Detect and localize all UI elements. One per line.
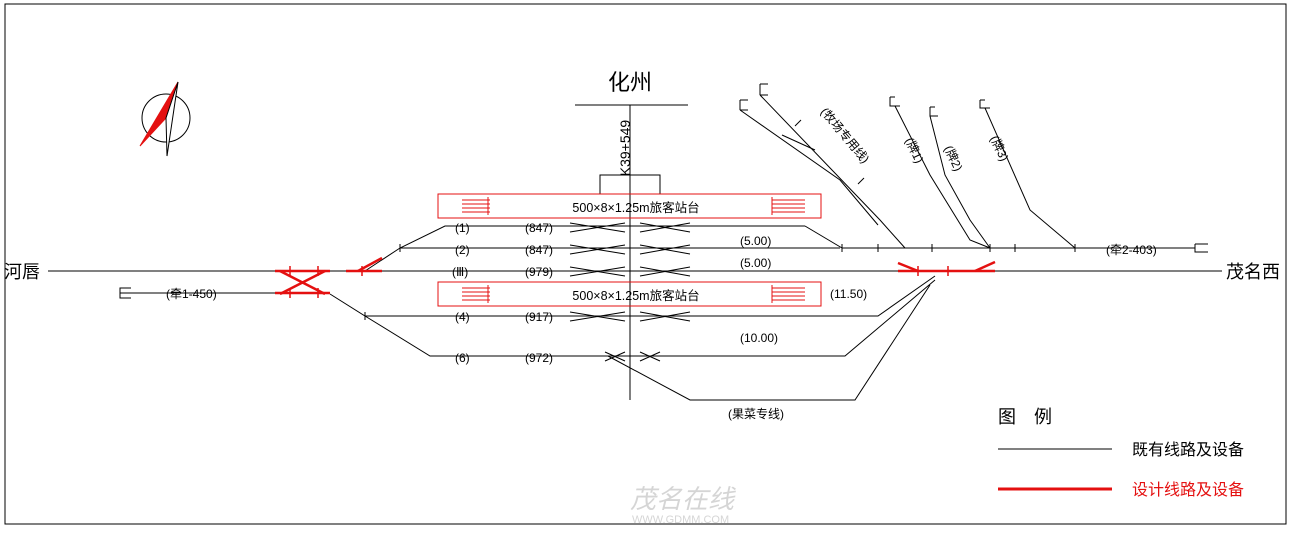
pai1-spur	[889, 96, 991, 249]
track-6-length: (972)	[525, 351, 553, 365]
pai1-label: (牌1)	[902, 135, 926, 165]
length-label-c: (11.50)	[830, 287, 867, 301]
legend-existing-label: 既有线路及设备	[1132, 441, 1244, 459]
station-mileage: K39+549	[617, 120, 633, 177]
legend-title: 图 例	[998, 407, 1052, 427]
track-2-id: (2)	[455, 243, 470, 257]
switch-crosses	[569, 222, 691, 362]
watermark-url: WWW.GDMM.COM	[632, 514, 729, 526]
track-2	[400, 225, 1208, 253]
track-2-length: (847)	[525, 243, 553, 257]
depot-spur	[739, 83, 906, 249]
pai2-label: (牌2)	[941, 143, 965, 173]
qian2-label: (牵2-403)	[1106, 243, 1157, 257]
watermark-brand: 茂名在线	[630, 484, 737, 514]
pai3-label: (牌3)	[987, 133, 1011, 163]
platform-lower-label: 500×8×1.25m旅客站台	[572, 288, 699, 303]
fruit-line-label: (果菜专线)	[728, 406, 784, 421]
design-switch-right	[897, 260, 996, 276]
track-4-id: (4)	[455, 310, 470, 324]
pai2-spur	[929, 106, 991, 249]
pai3-spur	[979, 99, 1076, 249]
north-arrow-icon	[139, 81, 191, 157]
platform-lower	[437, 281, 822, 307]
track-1-length: (847)	[525, 221, 553, 235]
end-label-right: 茂名西	[1226, 262, 1280, 282]
qian1-stub	[119, 287, 285, 299]
fruit-line	[607, 284, 931, 401]
station-building	[599, 174, 661, 194]
watermark: 茂名在线 WWW.GDMM.COM	[630, 484, 737, 526]
legend-design-label: 设计线路及设备	[1132, 481, 1244, 499]
length-label-b: (5.00)	[740, 256, 771, 270]
track-3-id: (Ⅲ)	[452, 265, 468, 279]
length-label-d: (10.00)	[740, 331, 778, 345]
end-label-left: 河唇	[4, 262, 40, 282]
qian1-label: (牵1-450)	[166, 287, 217, 301]
design-crossover-left	[275, 266, 330, 298]
legend: 图 例 既有线路及设备 设计线路及设备	[998, 407, 1244, 499]
track-6-id: (6)	[455, 351, 470, 365]
length-label-a: (5.00)	[740, 234, 771, 248]
track-6	[364, 279, 936, 357]
depot-line-label: (牧场专用线)	[818, 104, 873, 166]
station-name: 化州	[608, 70, 652, 95]
track-4-length: (917)	[525, 310, 553, 324]
platform-upper-label: 500×8×1.25m旅客站台	[572, 200, 699, 215]
frame	[4, 3, 1287, 525]
track-1-id: (1)	[455, 221, 470, 235]
design-switch-left	[346, 256, 383, 276]
track-3-length: (979)	[525, 265, 553, 279]
platform-upper	[437, 193, 822, 219]
